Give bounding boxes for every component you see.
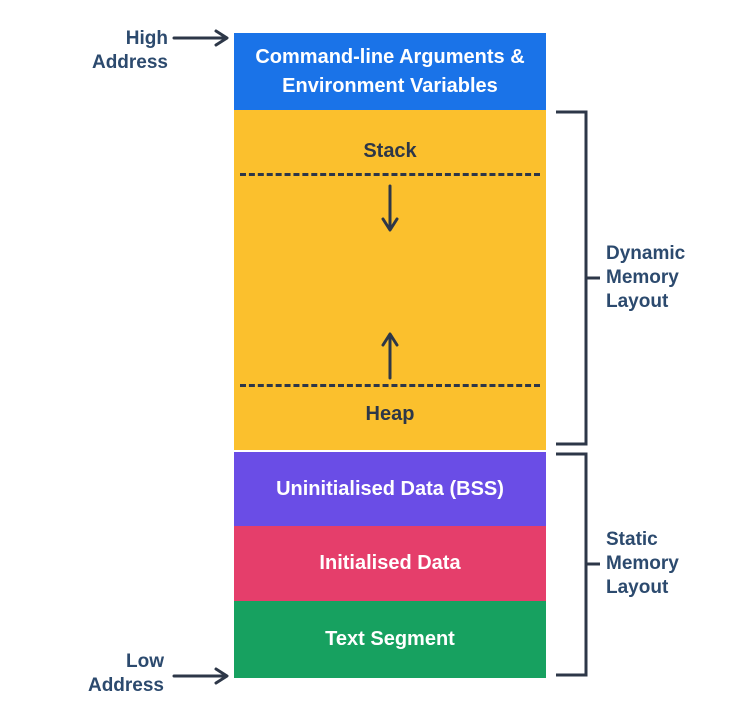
- stack-boundary-line: [240, 173, 540, 176]
- dynamic-line-1: Dynamic: [606, 243, 686, 264]
- heap-up-arrow-icon: [381, 332, 399, 380]
- high-address-line-1: High: [125, 28, 168, 49]
- args-env-line-2: Environment Variables: [282, 74, 498, 97]
- heap-label: Heap: [365, 403, 415, 425]
- dynamic-bracket-icon: [556, 110, 600, 446]
- stack-down-arrow-icon: [381, 184, 399, 232]
- heap-boundary-line: [240, 384, 540, 387]
- initialised-data-segment: Initialised Data: [234, 526, 546, 601]
- bss-label: Uninitialised Data (BSS): [276, 477, 504, 500]
- dynamic-line-3: Layout: [606, 291, 669, 312]
- static-line-3: Layout: [606, 577, 669, 598]
- static-bracket-icon: [556, 452, 600, 677]
- high-address-label: High Address: [60, 27, 168, 75]
- high-address-line-2: Address: [91, 52, 168, 73]
- stack-heap-segment: Stack Heap: [234, 110, 546, 450]
- text-segment: Text Segment: [234, 601, 546, 678]
- low-address-arrow-icon: [172, 667, 229, 685]
- text-segment-label: Text Segment: [325, 628, 455, 650]
- initialised-data-label: Initialised Data: [319, 552, 461, 574]
- dynamic-memory-label: Dynamic Memory Layout: [606, 242, 746, 314]
- dynamic-line-2: Memory: [606, 267, 679, 288]
- low-address-line-1: Low: [126, 651, 164, 672]
- low-address-label: Low Address: [60, 650, 164, 698]
- high-address-arrow-icon: [172, 29, 229, 47]
- low-address-line-2: Address: [87, 675, 164, 696]
- static-line-1: Static: [606, 529, 658, 550]
- stack-label: Stack: [363, 140, 417, 162]
- bss-segment: Uninitialised Data (BSS): [234, 452, 546, 526]
- static-memory-label: Static Memory Layout: [606, 528, 746, 600]
- static-line-2: Memory: [606, 553, 679, 574]
- args-env-line-1: Command-line Arguments &: [255, 45, 525, 68]
- args-env-segment: Command-line Arguments & Environment Var…: [234, 33, 546, 110]
